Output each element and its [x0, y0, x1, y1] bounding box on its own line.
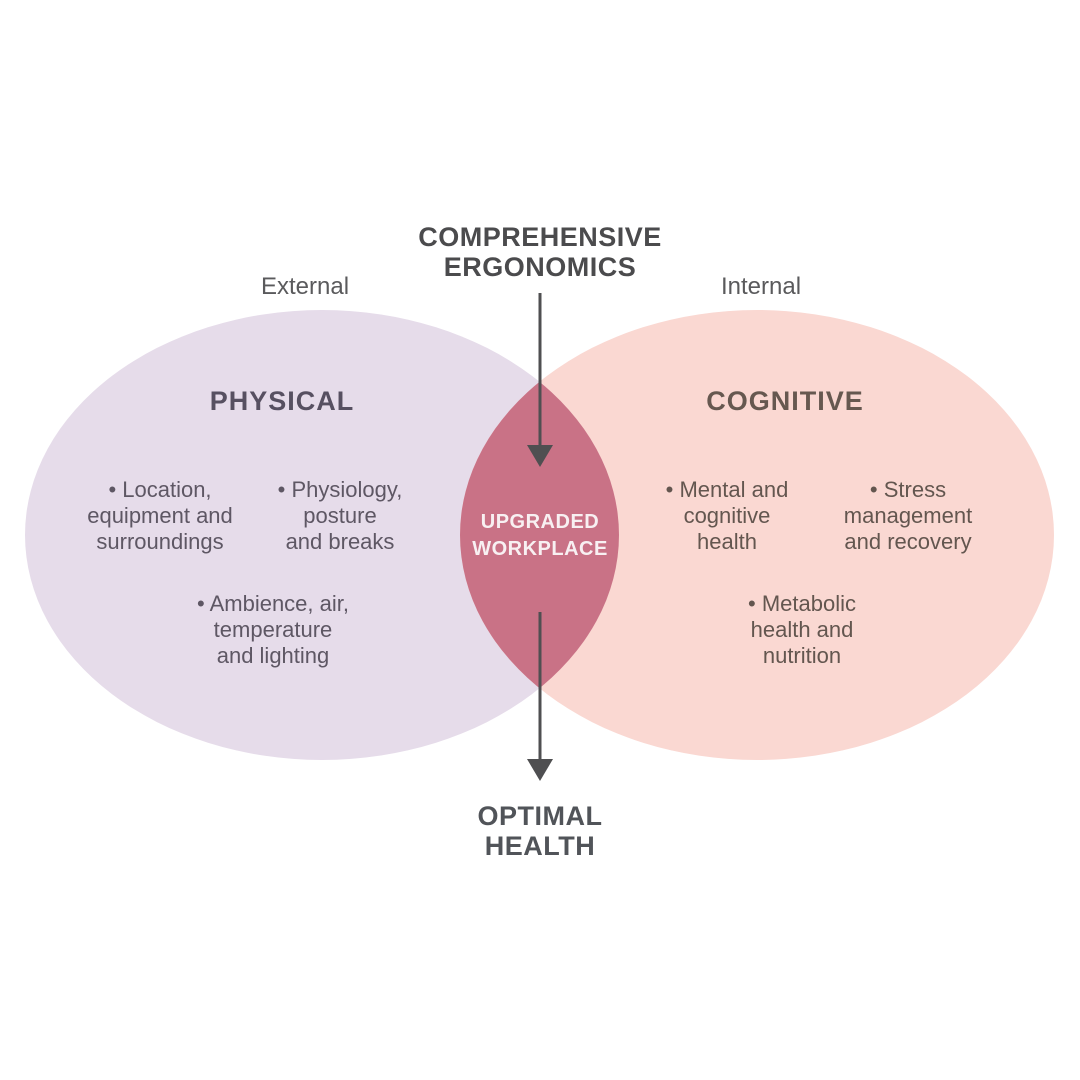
right-ellipse-cognitive [460, 310, 1054, 760]
physical-item-ambience: • Ambience, air, temperature and lightin… [196, 591, 350, 668]
overlap-label: UPGRADED WORKPLACE [472, 511, 608, 560]
top-arrow [527, 293, 553, 467]
bottom-arrow [527, 612, 553, 781]
cognitive-item-metabolic: • Metabolic health and nutrition [748, 591, 856, 668]
external-label: External [260, 273, 350, 300]
physical-item-location: • Location, equipment and surroundings [87, 477, 233, 554]
cognitive-item-mental: • Mental and cognitive health [665, 477, 789, 554]
left-ellipse-physical [25, 310, 619, 760]
top-arrow-head [527, 445, 553, 467]
diagram-title: COMPREHENSIVE ERGONOMICS [418, 222, 662, 282]
cognitive-heading: COGNITIVE [706, 386, 864, 416]
optimal-health-label: OPTIMAL HEALTH [477, 801, 603, 861]
internal-label: Internal [720, 273, 802, 300]
bottom-arrow-head [527, 759, 553, 781]
physical-heading: PHYSICAL [209, 386, 355, 416]
cognitive-item-stress: • Stress management and recovery [843, 477, 973, 554]
physical-item-physiology: • Physiology, posture and breaks [277, 477, 403, 554]
